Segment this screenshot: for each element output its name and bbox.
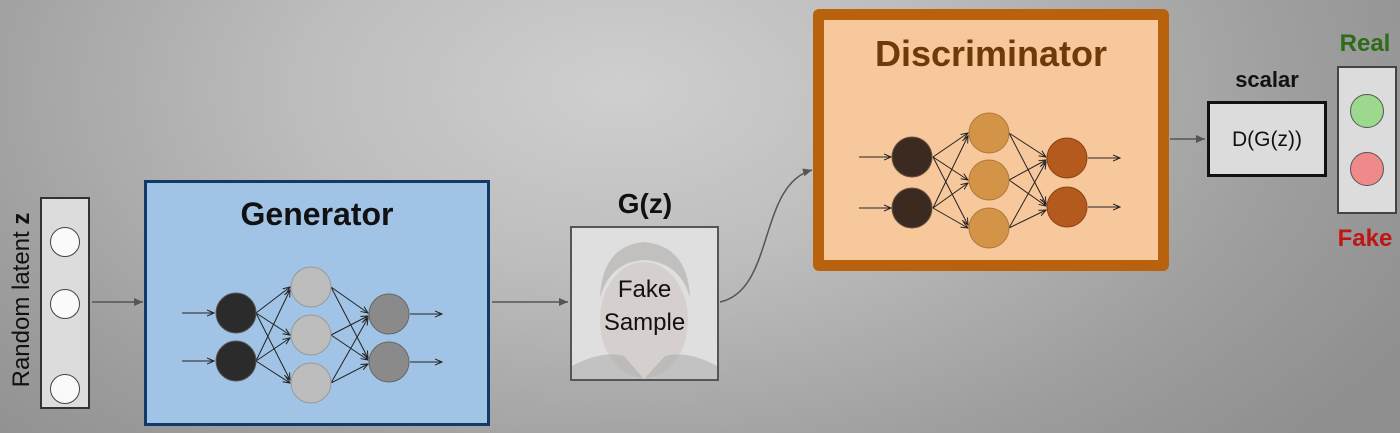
fake-sample-text: Fake Sample [572,273,717,339]
verdict-indicator [1337,66,1397,214]
scalar-title: scalar [1235,67,1299,92]
sample-title: G(z) [617,188,673,219]
generator-node-output [368,341,410,383]
generator-node-hidden [290,362,332,404]
latent-node [50,227,80,257]
generator-node-hidden [290,266,332,308]
fake-label: Fake [1337,225,1393,252]
discriminator-title: Discriminator [874,33,1108,74]
discriminator-node-hidden [968,159,1010,201]
fake-sample-line1: Fake [617,276,672,303]
scalar-output-box: D(G(z)) [1207,101,1327,177]
discriminator-node-hidden [968,207,1010,249]
real-light [1350,94,1384,128]
discriminator-node-output [1046,137,1088,179]
fake-sample: Fake Sample [570,226,719,381]
arrow-sample-to-discriminator [719,168,813,303]
discriminator-node-hidden [968,112,1010,154]
fake-light [1350,152,1384,186]
generator-node-hidden [290,314,332,356]
real-label: Real [1339,30,1391,57]
discriminator-node-input [891,136,933,178]
generator-node-input [215,340,257,382]
discriminator-node-output [1046,186,1088,228]
generator-node-output [368,293,410,335]
scalar-output-value: D(G(z)) [1232,128,1302,151]
latent-vector [40,197,90,409]
latent-node [50,374,80,404]
discriminator-node-input [891,187,933,229]
fake-sample-line2: Sample [603,309,686,336]
generator-node-input [215,292,257,334]
latent-node [50,289,80,319]
generator-title: Generator [240,196,394,232]
fake-sample-photo [572,228,717,379]
